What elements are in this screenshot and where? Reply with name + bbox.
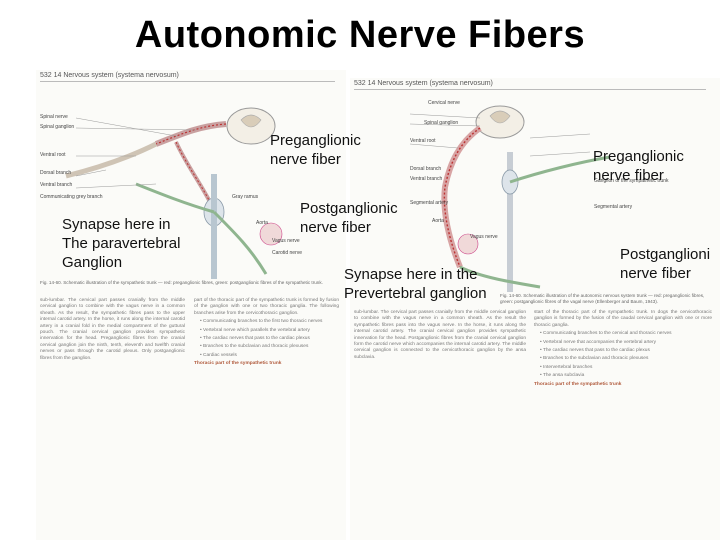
right-fig-label: Cervical nerve — [428, 100, 460, 106]
right-column-2: start of the thoracic part of the sympat… — [534, 310, 712, 390]
left-figure-caption: Fig. 14-60. Schematic illustration of th… — [40, 280, 323, 285]
left-bullet: • Communicating branches to the first tw… — [200, 319, 323, 325]
right-bullet: • The cardiac nerves that pass to the ca… — [540, 348, 650, 354]
annotation-postganglionic-right: Postganglioni nerve fiber — [620, 246, 711, 282]
left-fig-label: Spinal nerve — [40, 114, 68, 120]
right-subheading: Thoracic part of the sympathetic trunk — [534, 381, 622, 387]
left-col2-text: part of the thoracic part of the sympath… — [194, 298, 339, 316]
right-running-head: 532 14 Nervous system (systema nervosum) — [354, 80, 706, 90]
right-bullet: • The ansa subclavia — [540, 373, 585, 379]
left-bullet: • Cardiac vessels — [200, 352, 237, 358]
right-column-1: sub-lumbar. The cervical part passes cra… — [354, 310, 526, 363]
annotation-postganglionic-left: Postganglionic nerve fiber — [300, 200, 398, 236]
left-anatomy-figure — [65, 107, 283, 279]
annotation-synapse-paravertebral: Synapse here in The paravertebral Gangli… — [62, 216, 181, 271]
left-column-1: sub-lumbar. The cervical part passes cra… — [40, 298, 185, 364]
left-bullet: • Branches to the subclavian and thoraci… — [200, 344, 309, 350]
annotation-preganglionic-right: Preganglionic nerve fiber — [593, 148, 684, 184]
left-col1-text: sub-lumbar. The cervical part passes cra… — [40, 298, 185, 361]
right-fig-label: Ventral branch — [410, 176, 443, 182]
right-col1-text: sub-lumbar. The cervical part passes cra… — [354, 310, 526, 360]
left-fig-label: Communicating grey branch — [40, 194, 103, 200]
right-bullet: • Branches to the subclavian and thoraci… — [540, 356, 649, 362]
left-fig-label: Spinal ganglion — [40, 124, 75, 130]
right-fig-label: Aorta — [432, 218, 444, 224]
annotation-preganglionic-left: Preganglionic nerve fiber — [270, 132, 361, 168]
left-fig-label: Dorsal branch — [40, 170, 72, 176]
left-fig-label: Carotid nerve — [272, 250, 303, 256]
left-subheading: Thoracic part of the sympathetic trunk — [194, 361, 282, 367]
left-fig-label: Vagus nerve — [272, 238, 300, 244]
right-fig-label: Spinal ganglion — [424, 120, 459, 126]
right-bullet: • Communicating branches to the cervical… — [540, 331, 672, 337]
right-col2-text: start of the thoracic part of the sympat… — [534, 310, 712, 328]
right-fig-label: Dorsal branch — [410, 166, 442, 172]
right-fig-label: Ventral root — [410, 138, 436, 144]
right-anatomy-figure — [409, 105, 611, 292]
left-column-2: part of the thoracic part of the sympath… — [194, 298, 339, 370]
slide-title: Autonomic Nerve Fibers — [134, 14, 586, 56]
left-fig-label: Aorta — [256, 220, 268, 226]
right-figure-caption: Fig. 14-60. Schematic illustration of th… — [500, 293, 705, 304]
left-bullet: • Vertebral nerve which parallels the ve… — [200, 327, 310, 333]
annotation-synapse-prevertebral: Synapse here in the Prevertebral ganglio… — [344, 266, 487, 302]
right-fig-label: Segmental artery — [410, 200, 449, 206]
left-textbook-page: 532 14 Nervous system (systema nervosum)… — [36, 70, 346, 540]
right-fig-label: Ganglion of the sympathetic trunk — [594, 178, 669, 184]
left-fig-label: Gray ramus — [232, 194, 259, 200]
left-fig-label: Ventral root — [40, 152, 66, 158]
left-running-head: 532 14 Nervous system (systema nervosum) — [40, 72, 335, 82]
right-bullet: • Vertebral nerve that accompanies the v… — [540, 339, 657, 345]
right-textbook-page: 532 14 Nervous system (systema nervosum)… — [350, 78, 720, 540]
right-bullet: • Intervertebral branches — [540, 364, 593, 370]
right-fig-label: Segmental artery — [594, 204, 633, 210]
left-fig-label: Ventral branch — [40, 182, 73, 188]
right-fig-label: Vagus nerve — [470, 234, 498, 240]
left-bullet: • The cardiac nerves that pass to the ca… — [200, 336, 310, 342]
